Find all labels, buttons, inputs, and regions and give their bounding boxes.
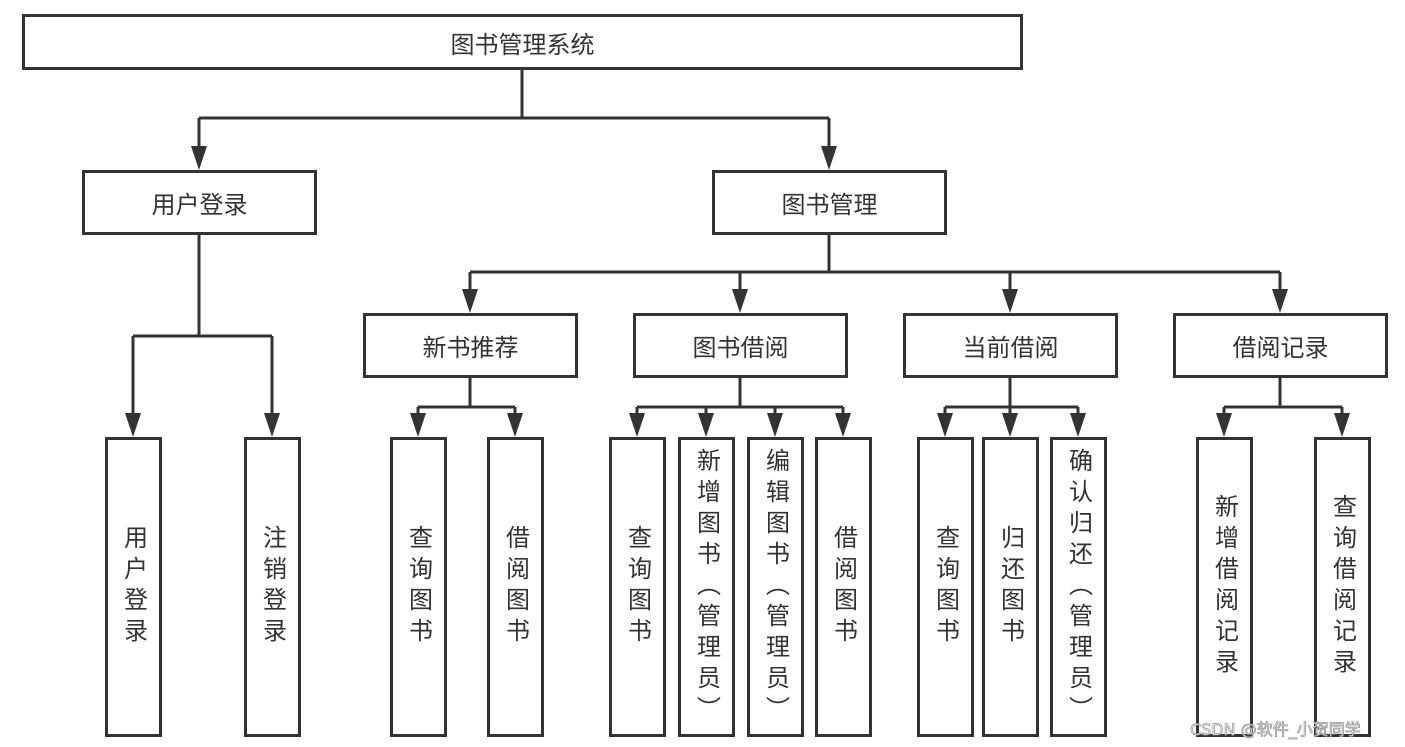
node-label: 当前借阅 (962, 334, 1059, 362)
arrowhead-icon (629, 413, 645, 437)
root-label: 图书管理系统 (450, 30, 595, 59)
node-user-login: 用户登录 (82, 170, 317, 235)
arrowhead-icon (937, 413, 953, 437)
arrowhead-icon (1216, 413, 1232, 437)
arrowhead-icon (410, 413, 426, 437)
leaf-node: 新增借阅记录 (1196, 437, 1253, 737)
category-node: 图书借阅 (633, 313, 848, 378)
leaf-node: 查询图书 (390, 437, 447, 737)
leaf-node: 确认归还（管理员） (1050, 437, 1107, 737)
node-label: 归还图书 (996, 525, 1025, 649)
arrowhead-icon (698, 413, 714, 437)
arrowhead-icon (507, 413, 523, 437)
arrowhead-icon (767, 413, 783, 437)
node-label: 用户登录 (119, 525, 148, 649)
arrowhead-icon (732, 289, 748, 313)
arrowhead-icon (1002, 413, 1018, 437)
leaf-node: 查询图书 (917, 437, 974, 737)
node-label: 图书借阅 (692, 334, 789, 362)
arrowhead-icon (835, 413, 851, 437)
root-node: 图书管理系统 (22, 14, 1023, 70)
node-label: 新书推荐 (422, 334, 519, 362)
category-node: 借阅记录 (1173, 313, 1388, 378)
node-label: 注销登录 (258, 525, 287, 649)
arrowhead-icon (1334, 413, 1350, 437)
node-label: 查询图书 (623, 525, 652, 649)
node-label: 借阅图书 (829, 525, 858, 649)
node-book-management: 图书管理 (712, 170, 947, 235)
leaf-node: 注销登录 (244, 437, 301, 737)
node-label: 借阅图书 (501, 525, 530, 649)
leaf-node: 查询借阅记录 (1314, 437, 1371, 737)
category-node: 新书推荐 (363, 313, 578, 378)
leaf-node: 新增图书（管理员） (678, 437, 735, 737)
leaf-node: 借阅图书 (487, 437, 544, 737)
leaf-node: 用户登录 (105, 437, 162, 737)
arrowhead-icon (191, 146, 207, 170)
node-label: 用户登录 (151, 191, 248, 219)
node-label: 查询图书 (931, 525, 960, 649)
arrowhead-icon (125, 413, 141, 437)
node-label: 新增借阅记录 (1210, 494, 1239, 680)
node-label: 编辑图书（管理员） (761, 447, 790, 727)
node-label: 确认归还（管理员） (1064, 447, 1093, 727)
leaf-node: 借阅图书 (815, 437, 872, 737)
node-label: 查询图书 (404, 525, 433, 649)
node-label: 查询借阅记录 (1328, 494, 1357, 680)
arrowhead-icon (1070, 413, 1086, 437)
node-label: 新增图书（管理员） (692, 447, 721, 727)
arrowhead-icon (1002, 289, 1018, 313)
leaf-node: 查询图书 (609, 437, 666, 737)
watermark: CSDN @软件_小贺同学 (1190, 720, 1362, 740)
arrowhead-icon (264, 413, 280, 437)
category-node: 当前借阅 (903, 313, 1118, 378)
leaf-node: 编辑图书（管理员） (747, 437, 804, 737)
arrowhead-icon (1272, 289, 1288, 313)
arrowhead-icon (821, 146, 837, 170)
arrowhead-icon (462, 289, 478, 313)
leaf-node: 归还图书 (982, 437, 1039, 737)
node-label: 图书管理 (781, 191, 878, 219)
node-label: 借阅记录 (1232, 334, 1329, 362)
